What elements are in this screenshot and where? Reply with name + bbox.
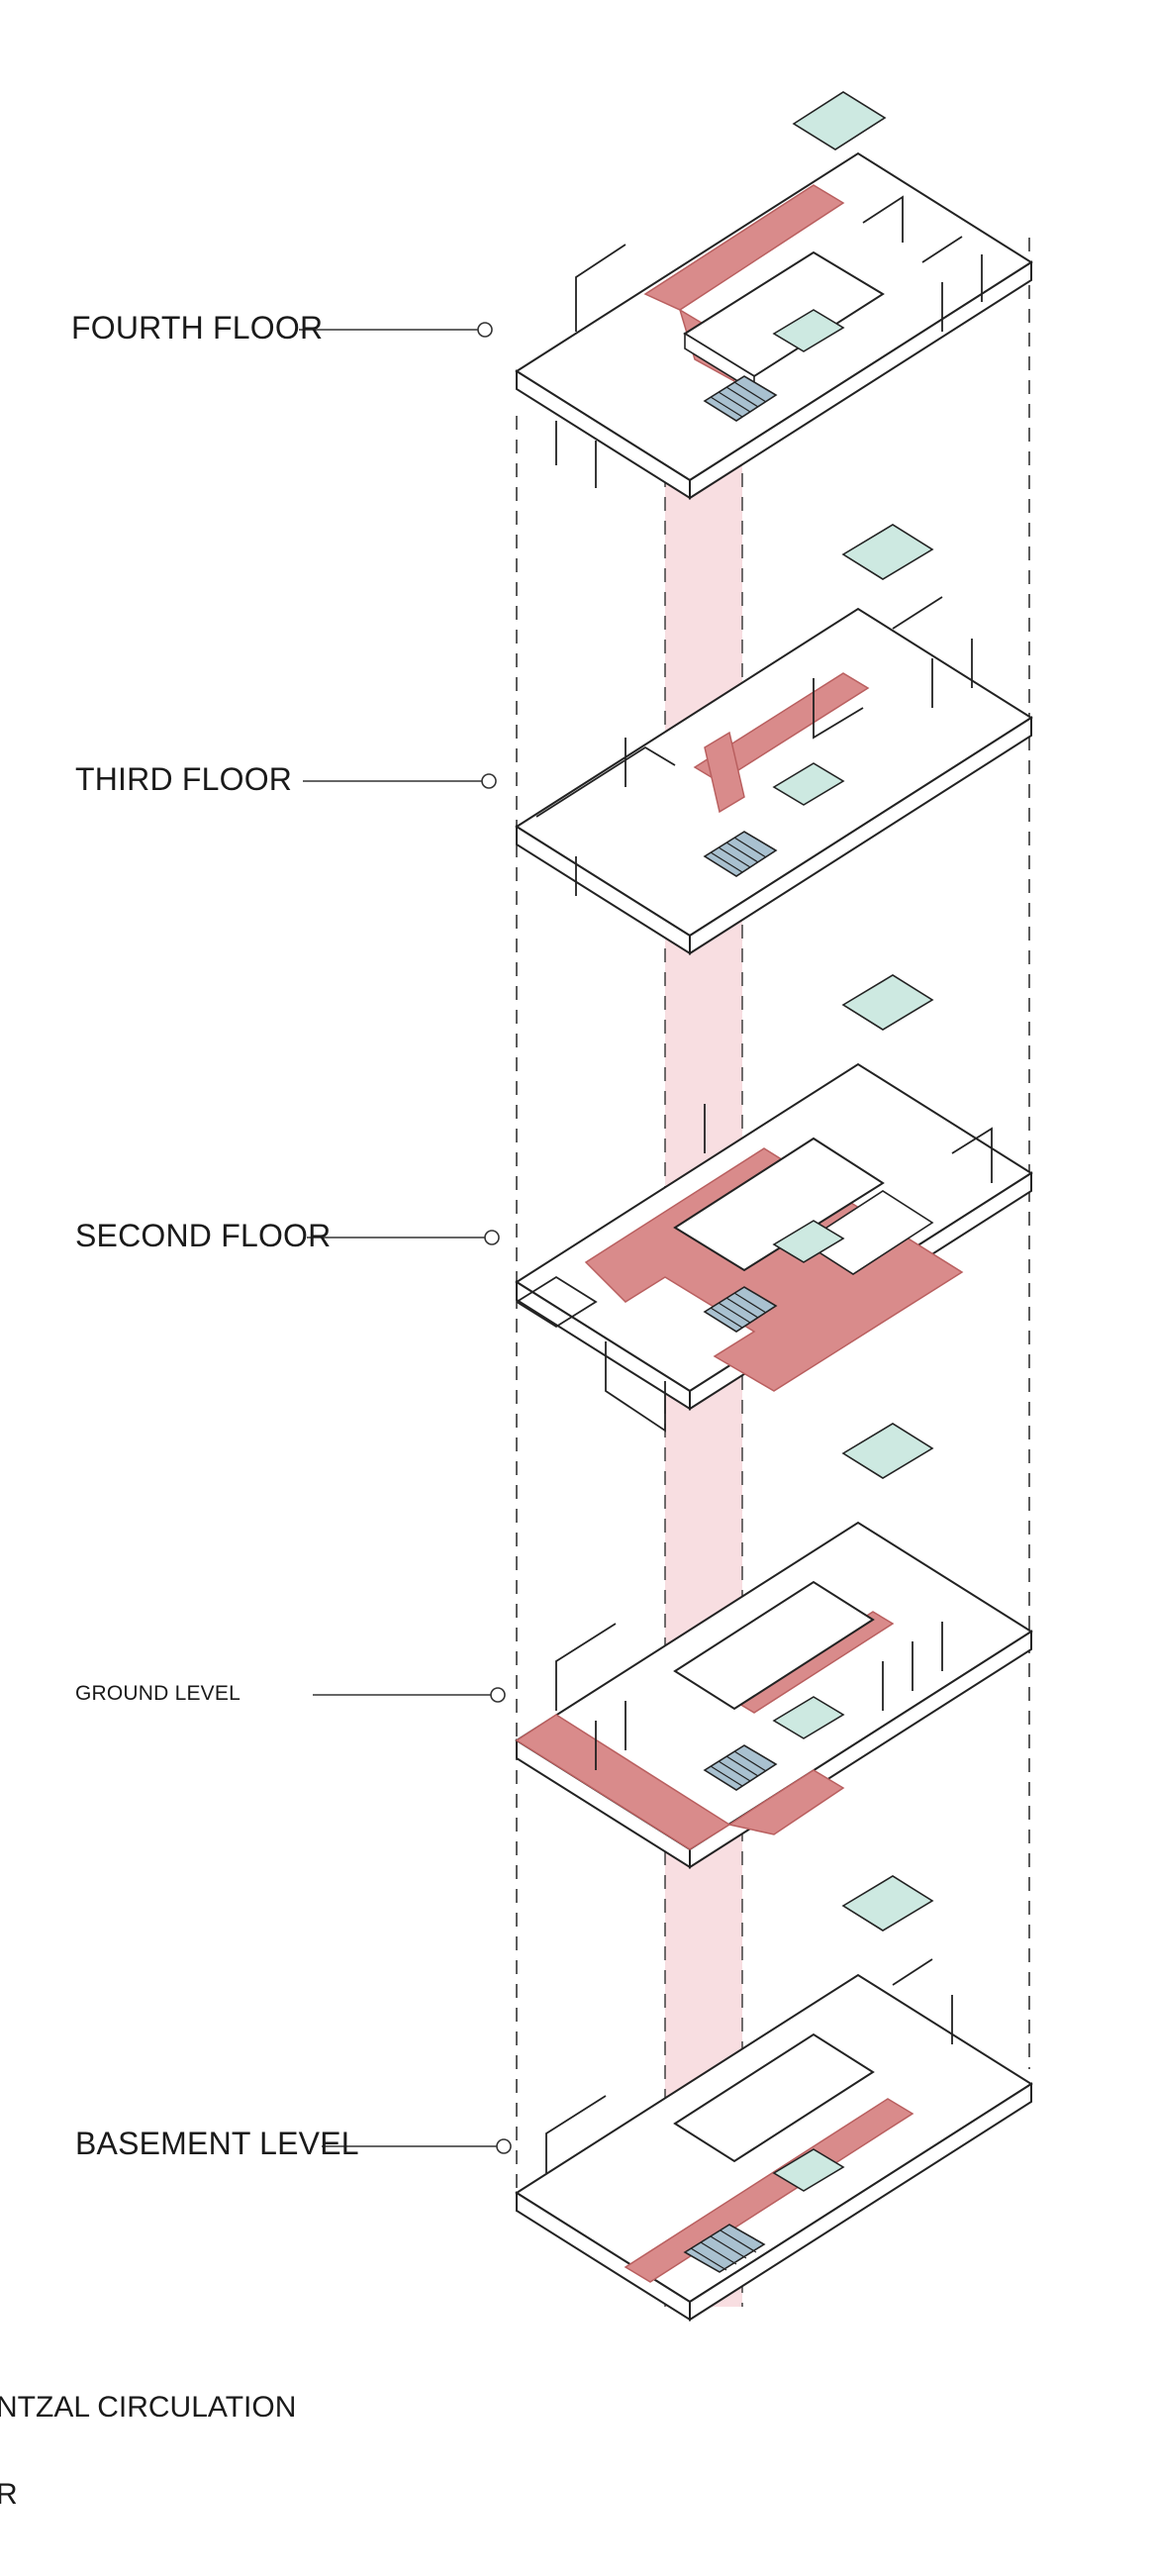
third-floor-label: THIRD FLOOR [75,761,293,797]
fourth-floor-label: FOURTH FLOOR [71,310,324,346]
ground-level-label: GROUND LEVEL [75,1682,240,1705]
basement-level-plate [516,1875,1032,2321]
vertical-guide-lines [516,238,1030,2218]
second-floor-label: SECOND FLOOR [75,1218,332,1253]
circle-marker-icon [481,773,497,789]
legend-second-item-text: R [0,2478,18,2511]
second-floor-plate [516,974,1032,1433]
circle-marker-icon [490,1687,506,1703]
circle-marker-icon [496,2138,512,2154]
basement-level-label: BASEMENT LEVEL [75,2126,359,2161]
circle-marker-icon [484,1230,500,1245]
circle-marker-icon [477,322,493,338]
ground-level-plate [515,1423,1032,1868]
fourth-floor-plate [516,91,1032,499]
legend-horizontal-circulation-text: NTZAL CIRCULATION [0,2391,297,2424]
third-floor-plate [516,524,1032,954]
label-leaders [299,322,512,2154]
